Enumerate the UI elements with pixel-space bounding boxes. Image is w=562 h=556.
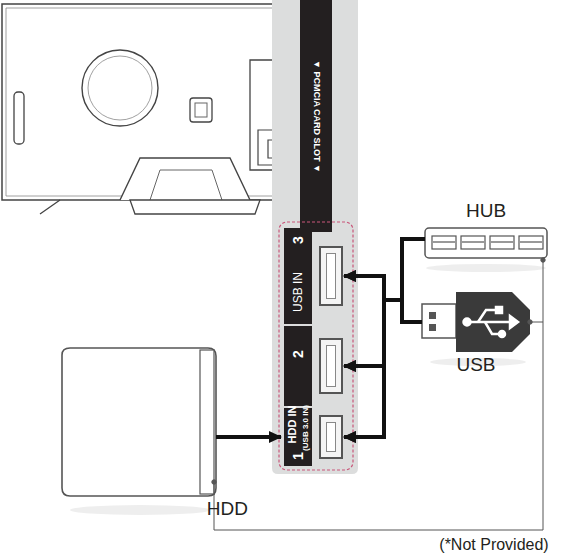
socket-tongue — [326, 422, 336, 452]
usb-port: 2 — [284, 326, 348, 406]
usb-stick: USB — [422, 292, 530, 378]
usb-socket — [319, 246, 343, 306]
device-label: HUB — [425, 198, 547, 224]
note-label: (*Not Provided) — [439, 537, 548, 553]
port-number: 3 — [290, 226, 306, 254]
device-outline — [425, 224, 547, 254]
hub-device: HUB — [425, 198, 547, 254]
device-label: HDD — [62, 496, 252, 522]
slot-label: ▼ PCMCIA CARD SLOT ▼ — [311, 60, 320, 173]
port-group-label: USB IN — [292, 272, 304, 312]
socket-tongue — [326, 253, 336, 299]
port-label-column — [284, 326, 312, 406]
port-number: 2 — [290, 340, 306, 368]
connection-arrow — [216, 435, 281, 439]
connection-arrow — [344, 239, 425, 437]
device-outline — [62, 348, 216, 496]
usb-socket — [319, 415, 343, 459]
hard-disk: HDD — [62, 348, 252, 522]
connection-arrow — [344, 300, 422, 437]
socket-tongue — [326, 345, 336, 387]
port-group-label: (USB 3.0 IN) — [302, 405, 310, 451]
device-outline — [422, 292, 530, 352]
usb-socket — [319, 338, 343, 394]
port-group-label: HDD IN — [287, 405, 298, 443]
device-label: USB — [422, 352, 530, 378]
